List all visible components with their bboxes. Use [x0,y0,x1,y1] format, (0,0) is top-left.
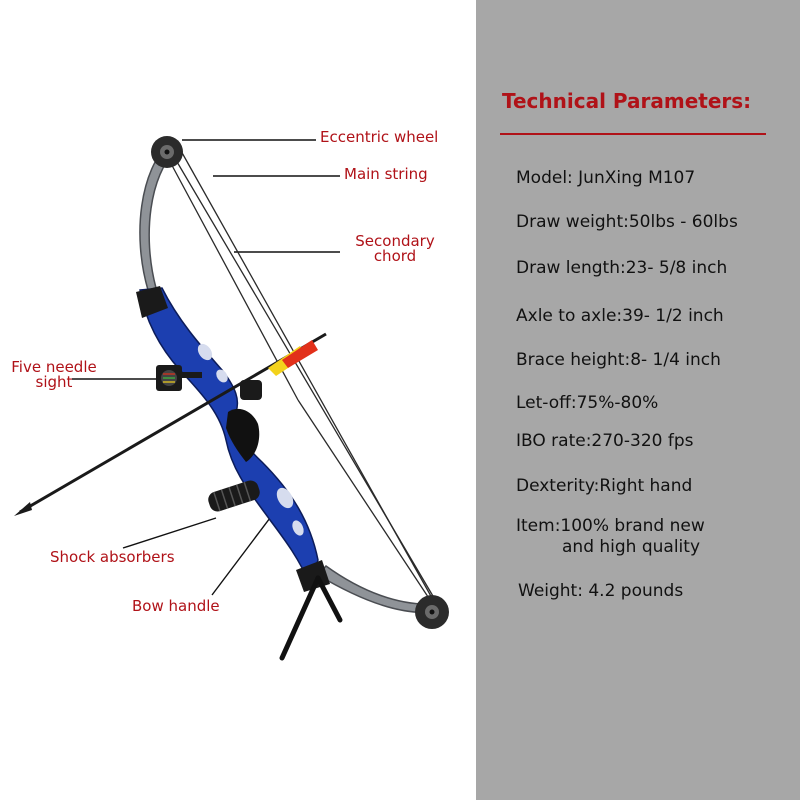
spec-ibo-rate: IBO rate:270-320 fps [516,431,694,451]
callout-five-needle-sight-line2: sight [35,373,73,391]
bow-stand-icon [279,575,343,661]
callout-five-needle-sight-line1: Five needle [11,360,97,376]
upper-limb-pocket [136,286,168,318]
bow-strings [167,141,441,613]
arrow [14,332,327,516]
callout-five-needle-sight: Five needle sight [0,360,108,390]
spec-weight: Weight: 4.2 pounds [518,581,684,601]
spec-item: Item:100% brand new [516,516,705,536]
arrow-rest-icon [240,380,262,400]
leader-lines [72,139,340,596]
top-cam-icon [151,136,183,168]
riser-cutouts [197,343,304,536]
specs-title: Technical Parameters: [502,89,752,113]
bow-riser [139,287,319,588]
spec-draw-length: Draw length:23- 5/8 inch [516,258,728,278]
spec-draw-weight: Draw weight:50lbs - 60lbs [516,212,738,232]
specs-panel: Technical Parameters: Model: JunXing M10… [476,0,800,800]
callout-secondary-chord: Secondary chord [340,234,450,264]
shock-absorber-icon [208,480,260,512]
specs-divider [500,133,766,135]
callout-shock-absorbers: Shock absorbers [50,550,175,566]
bottom-cam-icon [415,595,449,629]
spec-let-off: Let-off:75%-80% [516,393,659,413]
spec-dexterity: Dexterity:Right hand [516,476,693,496]
spec-model: Model: JunXing M107 [516,168,696,188]
callout-secondary-chord-line2: chord [373,247,417,265]
spec-item-continued: and high quality [562,537,701,557]
spec-brace-height: Brace height:8- 1/4 inch [516,350,721,370]
product-photo: Eccentric wheel Main string Secondary ch… [0,130,450,661]
callout-secondary-chord-line1: Secondary [355,234,435,250]
spec-axle-to-axle: Axle to axle:39- 1/2 inch [516,306,724,326]
five-needle-sight-icon [156,365,202,391]
callout-bow-handle: Bow handle [132,599,220,615]
leader-bow-handle [211,509,277,596]
leader-shock-absorbers [122,517,217,549]
callout-eccentric-wheel: Eccentric wheel [320,130,439,146]
bow-handle-grip [226,408,260,462]
callout-main-string: Main string [344,167,428,183]
